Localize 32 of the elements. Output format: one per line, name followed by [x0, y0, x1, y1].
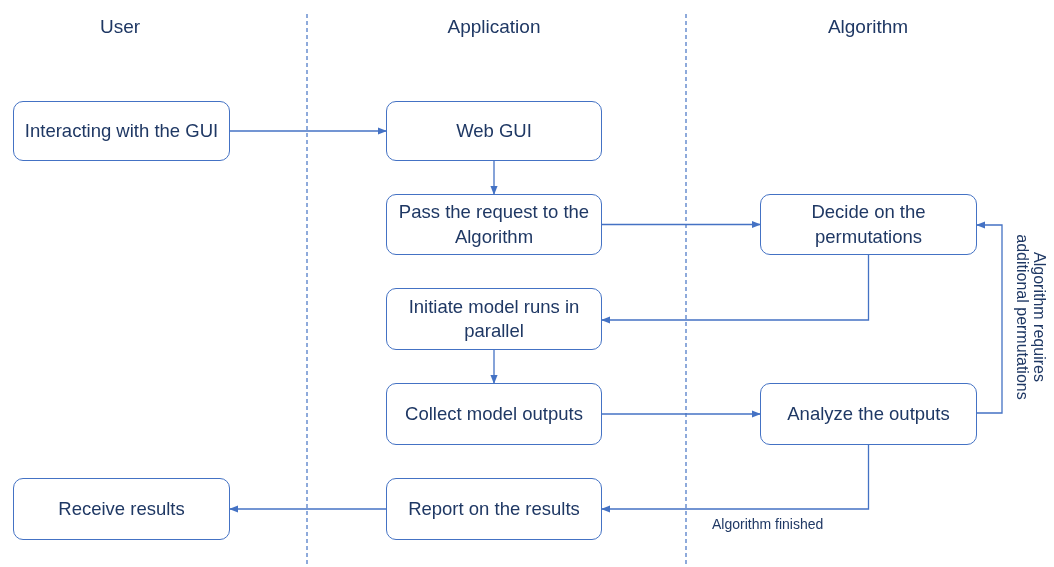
- edge-label: Algorithm requires additional permutations: [1013, 233, 1047, 402]
- lane-heading: User: [99, 16, 141, 38]
- box-text: Web GUI: [456, 118, 532, 143]
- process-box: [13, 478, 230, 540]
- arrow: [601, 444, 870, 513]
- process-box: [386, 478, 602, 540]
- process-box: [386, 288, 602, 350]
- process-box: [386, 194, 602, 255]
- process-box: [386, 101, 602, 161]
- arrow: [976, 221, 1003, 414]
- box-text: Decide on the permutations: [810, 200, 927, 249]
- arrow: [601, 410, 761, 418]
- box-text: Analyze the outputs: [787, 401, 950, 426]
- arrow: [229, 127, 387, 135]
- arrow: [490, 349, 498, 384]
- box-text: Receive results: [58, 496, 185, 521]
- box-text: Report on the results: [408, 496, 580, 521]
- arrow: [490, 160, 498, 195]
- arrow: [229, 505, 387, 513]
- box-text: Pass the request to the Algorithm: [397, 200, 591, 249]
- box-text: Collect model outputs: [405, 401, 583, 426]
- process-box: [386, 383, 602, 445]
- arrow: [601, 220, 761, 229]
- process-box: [13, 101, 230, 161]
- process-box: [760, 383, 977, 445]
- box-text: Interacting with the GUI: [24, 118, 219, 143]
- edge-label: Algorithm finished: [712, 516, 824, 532]
- process-box: [760, 194, 977, 255]
- arrow: [601, 254, 870, 324]
- box-text: Initiate model runs in parallel: [407, 294, 581, 343]
- lane-heading: Algorithm: [827, 16, 909, 38]
- lane-heading: Application: [447, 16, 541, 38]
